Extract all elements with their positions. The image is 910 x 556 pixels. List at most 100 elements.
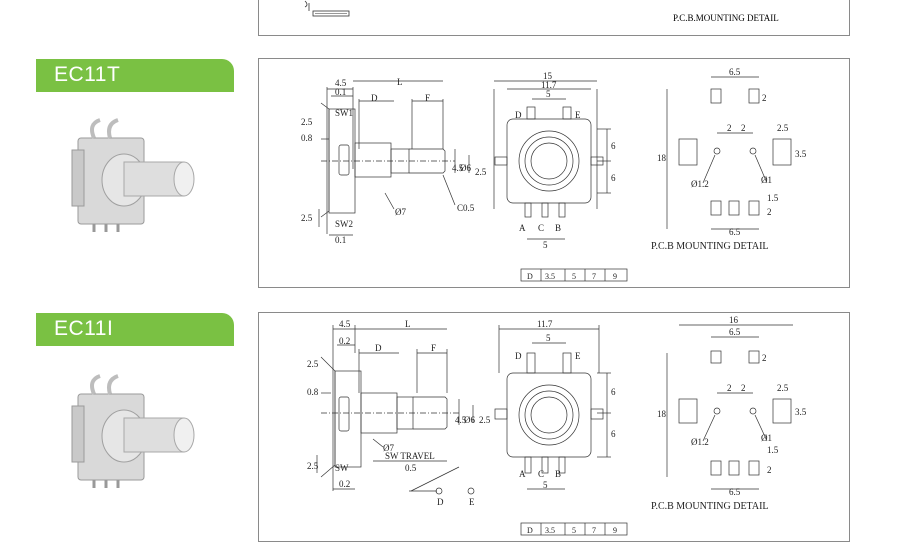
table-cell: 3.5 bbox=[545, 526, 555, 535]
dim-0-2: 0.2 bbox=[339, 336, 350, 346]
pcb-dim-2-bottom: 2 bbox=[767, 207, 772, 217]
pin-C: C bbox=[538, 223, 544, 233]
pcb-dim-3-5: 3.5 bbox=[795, 407, 807, 417]
dim-4-5: 4.5 bbox=[339, 319, 351, 329]
dim-5: 5 bbox=[546, 333, 551, 343]
top-drawing-panel: P.C.B.MOUNTING DETAIL bbox=[258, 0, 850, 36]
table-cell: D bbox=[527, 526, 533, 535]
pin-C: C bbox=[538, 469, 544, 479]
dim-4-5-shaft: 4.5 bbox=[452, 163, 464, 173]
encoder-photo-ec11i bbox=[71, 374, 195, 488]
pin-D: D bbox=[515, 351, 522, 361]
pcb-dim-6-5: 6.5 bbox=[729, 67, 741, 77]
drawing-panel-ec11i: 4.5 L 0.2 D F 2.5 0.8 Ø7 SW TRAVEL 0.5 S… bbox=[258, 312, 850, 542]
label-sw2: SW2 bbox=[335, 219, 353, 229]
pcb-dim-2: 2 bbox=[762, 93, 767, 103]
section-tab-ec11t: EC11T bbox=[36, 59, 234, 92]
dim-phi6: Ø6 bbox=[460, 163, 471, 173]
pin-A: A bbox=[519, 223, 526, 233]
pcb-dim-16: 16 bbox=[729, 315, 739, 325]
dim-0-8: 0.8 bbox=[307, 387, 319, 397]
pcb-dim-2-5: 2.5 bbox=[777, 383, 789, 393]
dim-phi6: Ø6 bbox=[464, 415, 475, 425]
dim-0-2-bottom: 0.2 bbox=[339, 479, 350, 489]
section-tab-ec11i: EC11I bbox=[36, 313, 234, 346]
pcb-dim-3-5: 3.5 bbox=[795, 149, 807, 159]
table-cell: 7 bbox=[592, 526, 596, 535]
dim-2-5-shaft: 2.5 bbox=[479, 415, 491, 425]
section-tab-label: EC11I bbox=[54, 317, 114, 340]
pin-A: A bbox=[519, 469, 526, 479]
dim-L: L bbox=[405, 319, 411, 329]
table-cell: 5 bbox=[572, 272, 576, 281]
label-sw1: SW1 bbox=[335, 108, 353, 118]
top-pcb-label: P.C.B.MOUNTING DETAIL bbox=[673, 13, 779, 23]
dim-15: 15 bbox=[543, 71, 553, 81]
pcb-hole-1: Ø1 bbox=[761, 433, 772, 443]
table-cell: D bbox=[527, 272, 533, 281]
pcb-label: P.C.B MOUNTING DETAIL bbox=[651, 241, 769, 252]
label-sw-travel: SW TRAVEL bbox=[385, 451, 435, 461]
pin-B: B bbox=[555, 469, 561, 479]
pcb-hole-1-2: Ø1.2 bbox=[691, 179, 709, 189]
dim-6-upper: 6 bbox=[611, 387, 616, 397]
dim-F: F bbox=[425, 93, 430, 103]
pcb-dim-2-a: 2 bbox=[727, 123, 732, 133]
pcb-dim-6-5-bottom: 6.5 bbox=[729, 487, 741, 497]
dim-2-5: 2.5 bbox=[307, 359, 319, 369]
dim-2-5: 2.5 bbox=[301, 117, 313, 127]
table-cell: 9 bbox=[613, 272, 617, 281]
drawing-panel-ec11t: 4.5 L 0.1 D F SW1 2.5 0.8 Ø7 C0.5 SW2 2.… bbox=[258, 58, 850, 288]
pcb-dim-2-b: 2 bbox=[741, 383, 746, 393]
pcb-dim-6-5: 6.5 bbox=[729, 327, 741, 337]
dim-2-5-shaft: 2.5 bbox=[475, 167, 487, 177]
pcb-dim-2-a: 2 bbox=[727, 383, 732, 393]
pcb-dim-18: 18 bbox=[657, 153, 667, 163]
dim-0-8: 0.8 bbox=[301, 133, 313, 143]
dim-11-7: 11.7 bbox=[537, 319, 553, 329]
encoder-photo-ec11t bbox=[71, 118, 195, 232]
label-sw: SW bbox=[335, 463, 349, 473]
dim-6-lower: 6 bbox=[611, 429, 616, 439]
dim-D: D bbox=[371, 93, 378, 103]
pcb-hole-1: Ø1 bbox=[761, 175, 772, 185]
pcb-dim-18: 18 bbox=[657, 409, 667, 419]
dim-4-5: 4.5 bbox=[335, 78, 347, 88]
table-cell: 3.5 bbox=[545, 272, 555, 281]
table-cell: 9 bbox=[613, 526, 617, 535]
dim-5-bottom: 5 bbox=[543, 480, 548, 490]
switch-contact-E: E bbox=[469, 497, 475, 507]
pcb-dim-1-5: 1.5 bbox=[767, 445, 779, 455]
dim-2-5-bottom: 2.5 bbox=[301, 213, 313, 223]
section-tab-label: EC11T bbox=[54, 63, 121, 86]
dim-D: D bbox=[375, 343, 382, 353]
pcb-label: P.C.B MOUNTING DETAIL bbox=[651, 501, 769, 512]
pcb-dim-1-5: 1.5 bbox=[767, 193, 779, 203]
pcb-dim-2-b: 2 bbox=[741, 123, 746, 133]
dim-0-1-bottom: 0.1 bbox=[335, 235, 346, 245]
pcb-dim-2-5: 2.5 bbox=[777, 123, 789, 133]
top-switch-sketch: P.C.B.MOUNTING DETAIL bbox=[304, 0, 779, 23]
table-cell: 7 bbox=[592, 272, 596, 281]
dim-0-1: 0.1 bbox=[335, 87, 346, 97]
dim-L: L bbox=[397, 77, 403, 87]
technical-drawing-ec11t: 4.5 L 0.1 D F SW1 2.5 0.8 Ø7 C0.5 SW2 2.… bbox=[301, 67, 807, 282]
pcb-dim-2-bottom: 2 bbox=[767, 465, 772, 475]
pin-B: B bbox=[555, 223, 561, 233]
dim-phi7: Ø7 bbox=[395, 207, 406, 217]
dim-6-lower: 6 bbox=[611, 173, 616, 183]
pin-E: E bbox=[575, 351, 581, 361]
dim-6-upper: 6 bbox=[611, 141, 616, 151]
dim-11-7: 11.7 bbox=[541, 80, 557, 90]
pcb-dim-6-5-bottom: 6.5 bbox=[729, 227, 741, 237]
dim-5-bottom: 5 bbox=[543, 240, 548, 250]
dim-F: F bbox=[431, 343, 436, 353]
pcb-hole-1-2: Ø1.2 bbox=[691, 437, 709, 447]
dim-4-5-shaft: 4.5 bbox=[455, 415, 467, 425]
dim-5: 5 bbox=[546, 89, 551, 99]
table-cell: 5 bbox=[572, 526, 576, 535]
pcb-dim-2: 2 bbox=[762, 353, 767, 363]
dim-0-5: 0.5 bbox=[405, 463, 417, 473]
dim-phi7: Ø7 bbox=[383, 443, 394, 453]
switch-contact-D: D bbox=[437, 497, 444, 507]
